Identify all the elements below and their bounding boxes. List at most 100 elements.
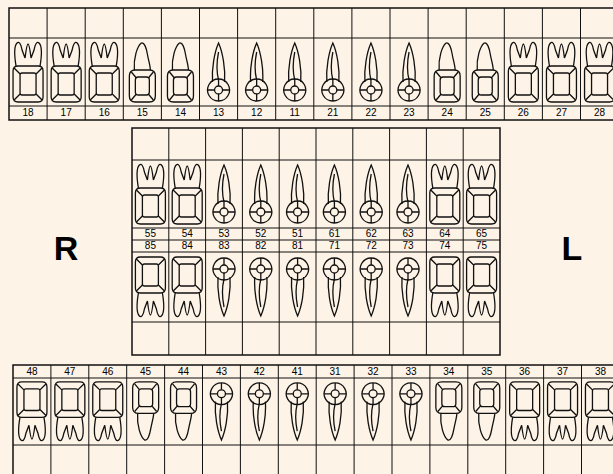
tooth-number: 41 xyxy=(278,365,316,378)
tooth-line xyxy=(476,384,498,412)
tooth-line xyxy=(333,279,335,307)
tooth-number: 16 xyxy=(85,106,123,120)
tooth-line xyxy=(369,390,377,398)
tooth-line xyxy=(18,384,46,416)
tooth-line xyxy=(53,42,80,66)
grid-line xyxy=(9,105,613,106)
tooth-line xyxy=(217,390,225,398)
tooth-line xyxy=(179,195,195,217)
tooth-outline xyxy=(398,43,420,101)
tooth-number: 46 xyxy=(89,365,127,378)
tooth-line xyxy=(287,258,309,280)
grid-line xyxy=(132,159,500,160)
tooth-line xyxy=(331,52,333,80)
tooth-line xyxy=(171,382,197,414)
tooth-number: 32 xyxy=(354,365,392,378)
grid-line xyxy=(242,128,243,355)
tooth-line xyxy=(436,382,462,414)
tooth-line xyxy=(246,79,268,101)
tooth-number: 23 xyxy=(390,106,428,120)
tooth-number: 43 xyxy=(203,365,241,378)
tooth-number: 65 xyxy=(463,228,500,240)
grid-frame xyxy=(132,128,500,355)
tooth-line xyxy=(173,259,201,291)
tooth-number: 83 xyxy=(206,240,243,252)
tooth-line xyxy=(360,258,382,280)
tooth-line xyxy=(407,390,415,398)
tooth-line xyxy=(17,382,47,417)
tooth-outline xyxy=(324,383,346,440)
tooth-line xyxy=(468,164,495,188)
tooth-line xyxy=(172,43,188,70)
tooth-line xyxy=(468,259,496,291)
tooth-number: 62 xyxy=(353,228,390,240)
tooth-line xyxy=(323,201,345,223)
tooth-outline xyxy=(474,382,500,440)
tooth-line xyxy=(362,383,384,405)
tooth-row xyxy=(17,382,613,441)
tooth-line xyxy=(585,382,613,417)
tooth-line xyxy=(367,208,375,216)
tooth-line xyxy=(467,188,497,224)
tooth-line xyxy=(360,201,382,223)
grid-line xyxy=(13,377,613,378)
tooth-line xyxy=(510,42,537,66)
tooth-number: 63 xyxy=(390,228,427,240)
tooth-number: 21 xyxy=(314,106,352,120)
tooth-line xyxy=(210,383,232,405)
tooth-line xyxy=(592,389,608,411)
tooth-line xyxy=(510,382,540,417)
grid-line xyxy=(389,128,390,355)
tooth-line xyxy=(15,42,42,66)
grid-line xyxy=(351,8,352,120)
grid-line xyxy=(132,321,500,322)
tooth-line xyxy=(365,165,377,204)
tooth-line xyxy=(135,384,157,412)
tooth-outline xyxy=(210,383,232,440)
tooth-line xyxy=(129,70,155,102)
tooth-line xyxy=(24,389,40,411)
tooth-line xyxy=(169,72,191,100)
tooth-line xyxy=(55,382,85,417)
tooth-number: 72 xyxy=(353,240,390,252)
tooth-number: 26 xyxy=(504,106,542,120)
tooth-outline xyxy=(397,165,419,223)
tooth-line xyxy=(223,174,225,202)
grid-frame xyxy=(9,8,613,120)
tooth-line xyxy=(96,73,112,95)
grid-border xyxy=(9,8,613,120)
tooth-number: 27 xyxy=(542,106,580,120)
tooth-line xyxy=(586,42,613,66)
tooth-outline xyxy=(135,257,165,317)
tooth-line xyxy=(172,257,202,293)
tooth-outline xyxy=(360,43,382,101)
tooth-number: 31 xyxy=(316,365,354,378)
grid-line xyxy=(168,128,169,355)
tooth-line xyxy=(430,188,460,224)
tooth-line xyxy=(215,86,223,94)
tooth-number: 51 xyxy=(279,228,316,240)
tooth-line xyxy=(467,257,497,293)
tooth-line xyxy=(136,190,164,222)
grid-border xyxy=(13,365,613,474)
grid-line xyxy=(543,365,544,474)
tooth-line xyxy=(14,68,42,100)
tooth-line xyxy=(472,70,498,102)
tooth-line xyxy=(407,279,409,307)
side-letter: L xyxy=(546,226,598,270)
tooth-line xyxy=(135,188,165,224)
tooth-line xyxy=(179,264,195,286)
tooth-line xyxy=(360,79,382,101)
tooth-line xyxy=(367,86,375,94)
grid-line xyxy=(161,8,162,120)
tooth-number: 15 xyxy=(123,106,161,120)
tooth-line xyxy=(135,257,165,293)
tooth-line xyxy=(213,258,235,280)
tooth-line xyxy=(468,293,495,317)
tooth-outline xyxy=(508,42,538,102)
tooth-line xyxy=(547,68,575,100)
grid-line xyxy=(275,8,276,120)
tooth-line xyxy=(431,164,458,188)
grid-line xyxy=(313,8,314,120)
